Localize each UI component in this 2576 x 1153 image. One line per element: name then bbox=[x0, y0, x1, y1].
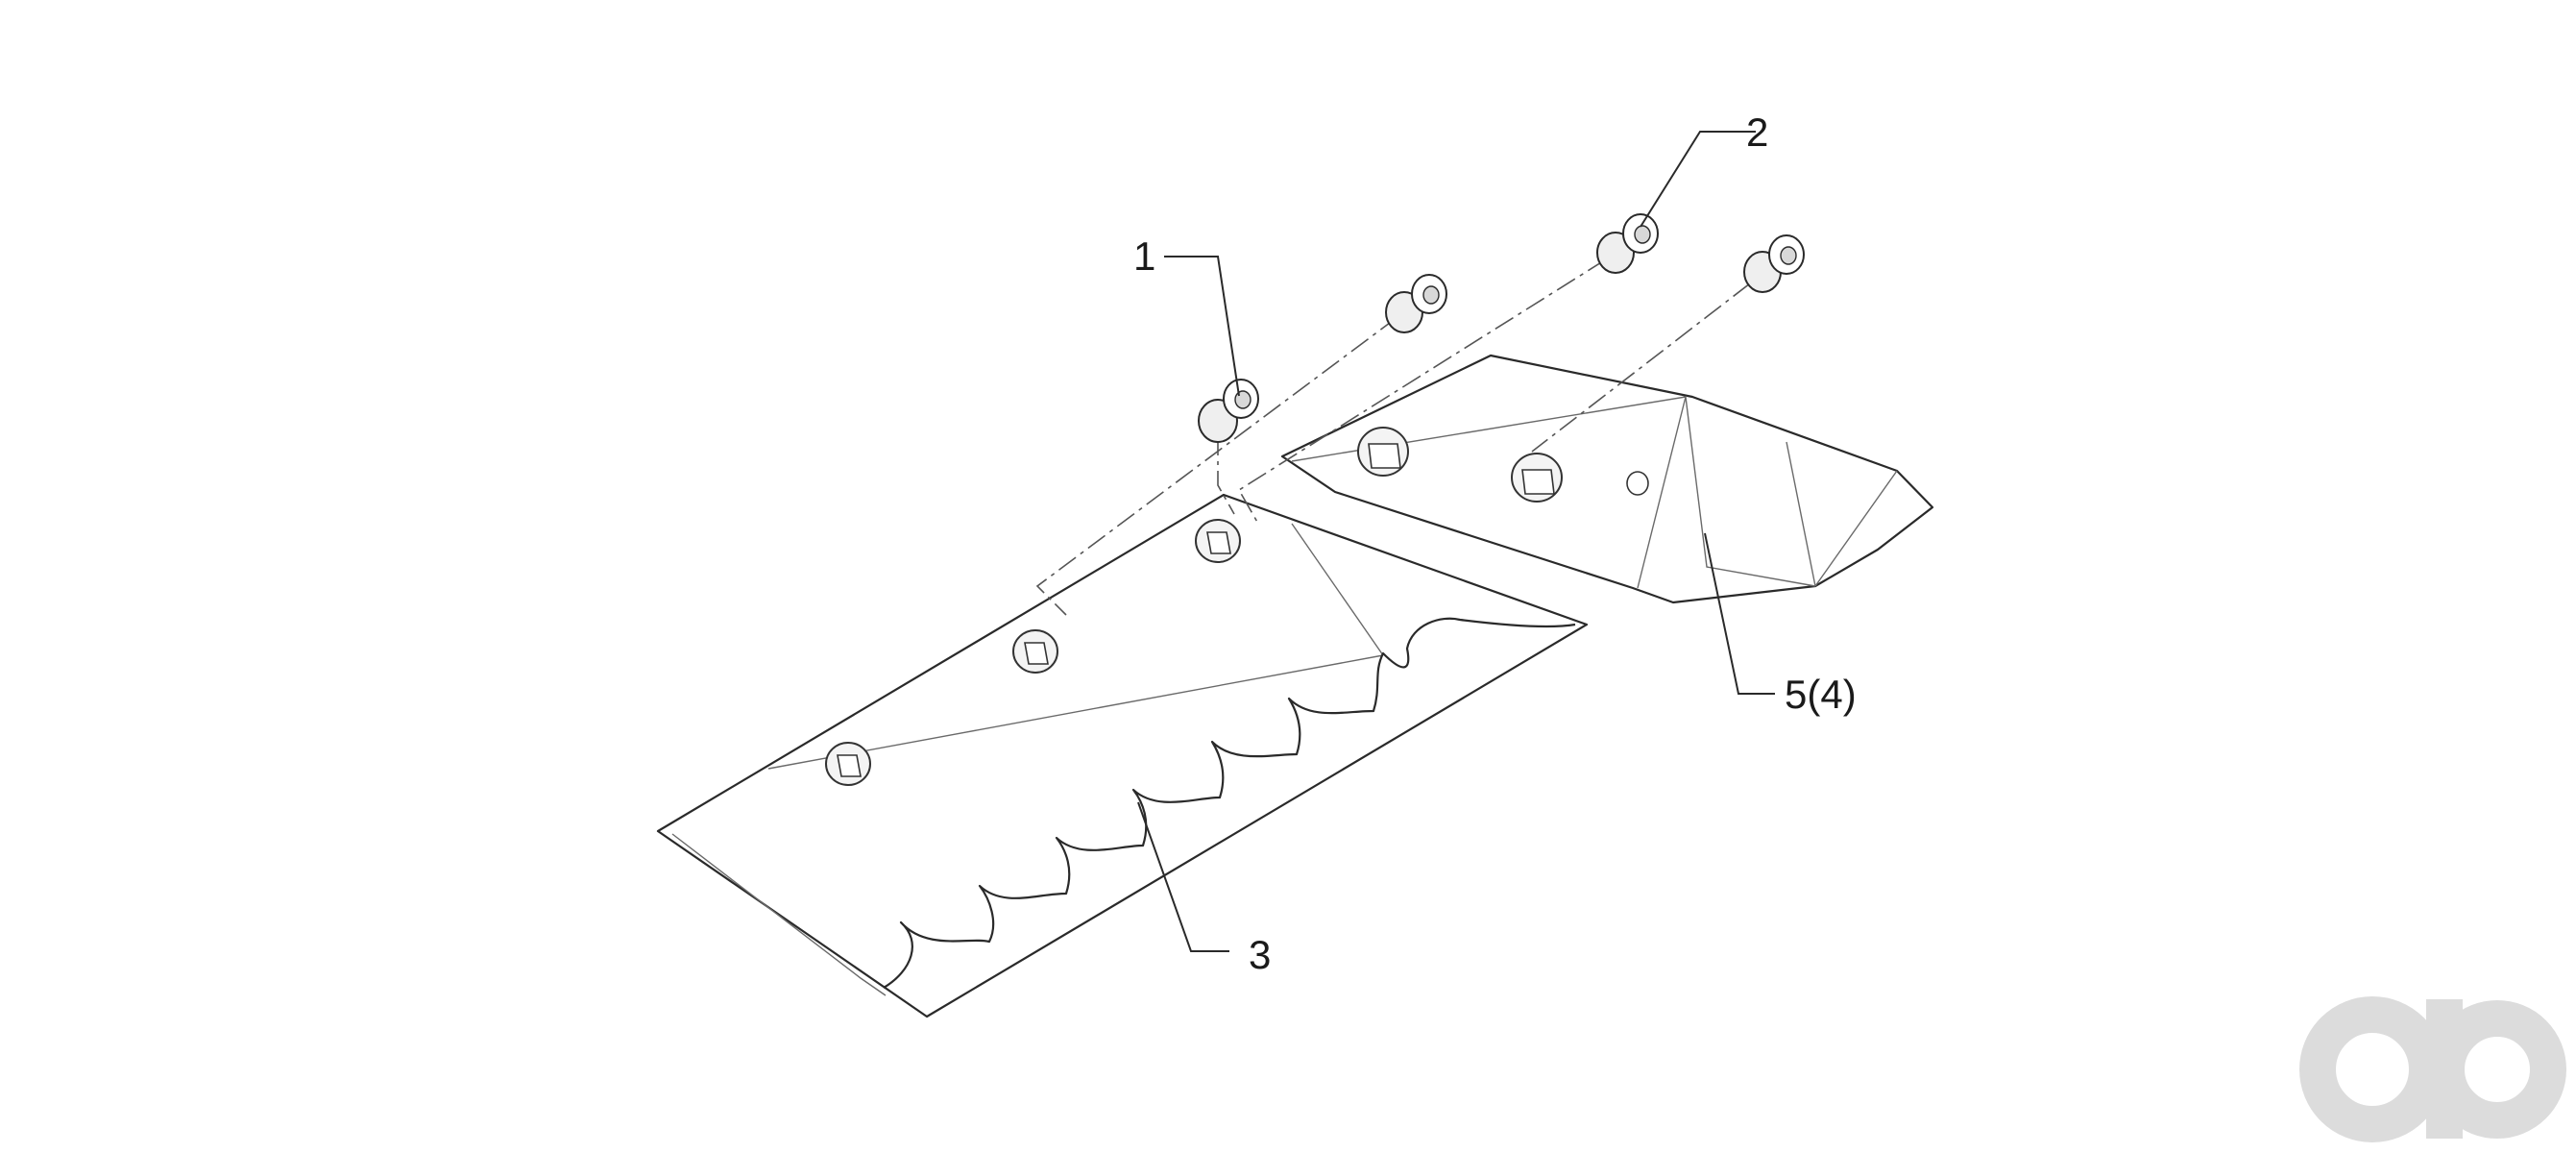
callout-3-label: 3 bbox=[1249, 932, 1271, 977]
nut-1 bbox=[1198, 379, 1259, 443]
blade-facet-diag bbox=[1291, 523, 1384, 656]
blade-facet-top bbox=[767, 654, 1384, 770]
guard-small-hole bbox=[1626, 471, 1649, 496]
leader-2 bbox=[1640, 131, 1756, 228]
callout-2-label: 2 bbox=[1746, 110, 1768, 155]
blade-hole-1 bbox=[825, 742, 871, 786]
guard-facet-4 bbox=[1814, 470, 1898, 587]
leader-1 bbox=[1164, 256, 1240, 397]
guard-hole-2 bbox=[1511, 453, 1563, 503]
nut-3 bbox=[1596, 213, 1659, 274]
nut-4 bbox=[1743, 234, 1805, 293]
blade-teeth bbox=[883, 617, 1576, 989]
axis-bolt-2 bbox=[1035, 316, 1398, 616]
guard-facet-3 bbox=[1786, 441, 1816, 587]
callout-5-label: 5(4) bbox=[1785, 672, 1857, 717]
watermark-logo bbox=[2299, 996, 2566, 1142]
blade-hole-2 bbox=[1012, 629, 1058, 674]
blade-edge-line bbox=[671, 833, 887, 996]
guard-outline bbox=[1280, 354, 1934, 604]
blade-outline bbox=[656, 493, 1589, 1018]
guard-facet-2 bbox=[1685, 396, 1816, 587]
guard-plate bbox=[1280, 354, 1934, 604]
callout-leaders bbox=[1137, 131, 1775, 952]
serrated-blade bbox=[656, 493, 1589, 1018]
callout-1-label: 1 bbox=[1133, 233, 1155, 279]
blade-hole-3 bbox=[1195, 519, 1241, 563]
axis-bolt-4 bbox=[1531, 282, 1751, 453]
assembly-axes bbox=[1035, 258, 1751, 616]
guard-hole-1 bbox=[1357, 427, 1409, 477]
leader-5 bbox=[1704, 532, 1775, 695]
leader-3 bbox=[1137, 801, 1229, 952]
nut-2 bbox=[1385, 274, 1447, 333]
